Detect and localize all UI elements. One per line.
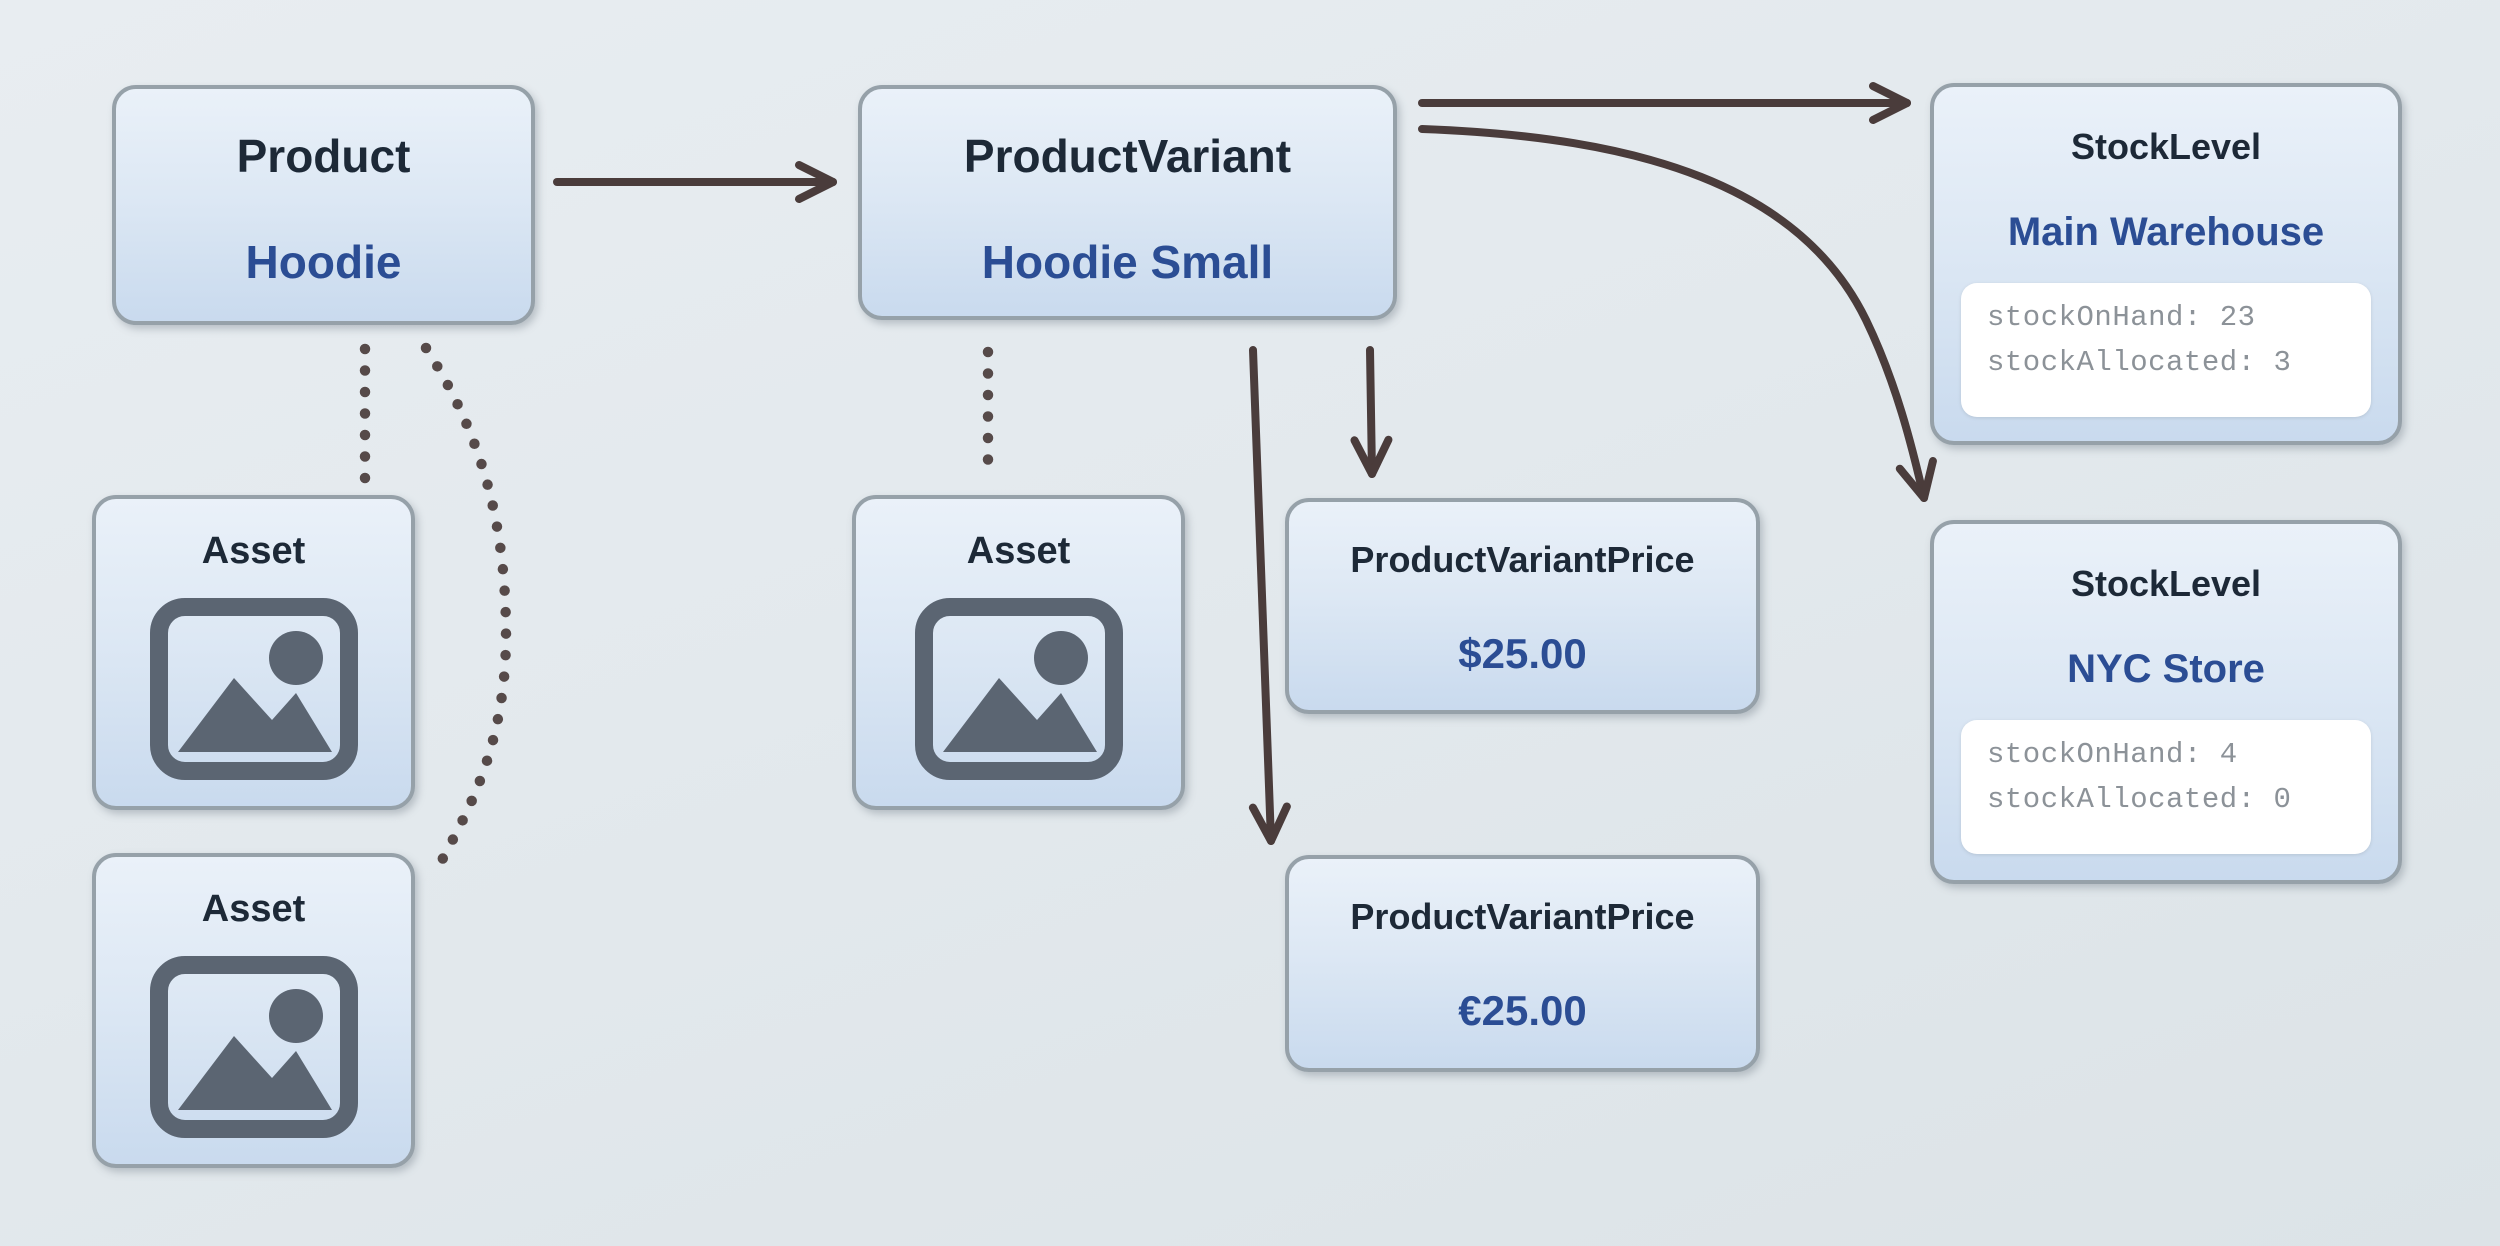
entity-type-label: ProductVariantPrice [1350,539,1695,580]
image-icon [149,598,358,780]
edge-variant-to-stock-nyc [1418,125,1937,502]
entity-type-label: Product [236,130,411,182]
stock-on-hand-value: stockOnHand: 4 [1987,738,2238,771]
stock-allocated-value: stockAllocated: 0 [1987,783,2292,816]
entity-type-label: ProductVariantPrice [1350,896,1695,937]
entity-name: NYC Store [2067,647,2265,691]
product-node: Product Hoodie [112,85,535,325]
entity-type-label: Asset [201,530,306,572]
entity-name: Main Warehouse [2007,210,2325,254]
product-variant-price-eur-node: ProductVariantPrice €25.00 [1285,855,1760,1072]
entity-type-label: StockLevel [2070,126,2262,167]
price-value: €25.00 [1458,987,1587,1034]
asset-node-product-2: Asset [92,853,415,1168]
image-icon [914,598,1123,780]
entity-type-label: ProductVariant [963,130,1292,182]
entity-type-label: StockLevel [2070,563,2262,604]
entity-name: Hoodie [245,236,402,288]
stock-on-hand-value: stockOnHand: 23 [1987,301,2256,334]
stock-allocated-value: stockAllocated: 3 [1987,346,2292,379]
asset-node-product-1: Asset [92,495,415,810]
image-icon [149,956,358,1138]
stock-level-main-warehouse-node: StockLevel Main Warehouse stockOnHand: 2… [1930,83,2402,445]
asset-node-variant: Asset [852,495,1185,810]
product-variant-price-usd-node: ProductVariantPrice $25.00 [1285,498,1760,714]
entity-name: Hoodie Small [981,236,1274,288]
entity-type-label: Asset [966,530,1071,572]
edge-variant-to-price-eur [1248,346,1291,845]
stock-fields-panel: stockOnHand: 23 stockAllocated: 3 [1961,283,2371,417]
edge-variant-to-price-usd [1350,346,1393,478]
price-value: $25.00 [1458,630,1587,677]
edge-product-to-asset2-dotted [420,342,512,868]
entity-type-label: Asset [201,888,306,930]
stock-level-nyc-store-node: StockLevel NYC Store stockOnHand: 4 stoc… [1930,520,2402,884]
stock-fields-panel: stockOnHand: 4 stockAllocated: 0 [1961,720,2371,854]
product-variant-node: ProductVariant Hoodie Small [858,85,1397,320]
